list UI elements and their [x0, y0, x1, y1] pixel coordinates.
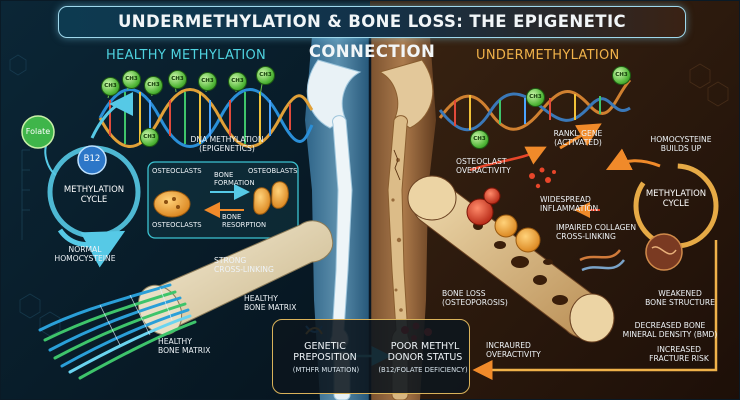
osteoclast-overactive-cells — [466, 187, 541, 253]
healthy-heading: Healthy Methylation — [106, 48, 267, 63]
cells-panel — [147, 161, 299, 239]
normal-homocysteine-label: Normal Homocysteine — [54, 245, 116, 263]
title-bar: Undermethylation & Bone Loss: The Epigen… — [58, 6, 686, 61]
impaired-cycle-label: Methylation Cycle — [645, 189, 707, 209]
folate-label: Folate — [25, 127, 51, 136]
rankl-gene-label: RANKL Gene (Activated) — [553, 129, 603, 147]
ch3-marker: CH3 — [470, 130, 489, 149]
genetic-predisposition-label: Genetic Preposition — [293, 341, 357, 363]
collagen-fibers — [38, 283, 197, 380]
ch3-marker: CH3 — [144, 76, 163, 95]
dna-methylation-label: DNA Methylation (Epigenetics) — [190, 135, 264, 153]
page-title: Undermethylation & Bone Loss: The Epigen… — [117, 12, 627, 61]
ch3-marker: CH3 — [228, 72, 247, 91]
legs-illustration — [305, 36, 436, 400]
ch3-marker: CH3 — [122, 70, 141, 89]
mthfr-label: (MTHFR Mutation) — [292, 366, 360, 374]
osteoblast-cells — [253, 181, 289, 215]
widespread-inflammation-label: Widespread Inflammation — [540, 195, 599, 213]
strong-cross-linking-label: Strong Cross-Linking — [214, 256, 274, 274]
osteoclasts-top-label: Osteoclasts — [152, 167, 202, 175]
fracture-risk-label: Increased Fracture Risk — [649, 345, 709, 363]
causes-box: Genetic Preposition (MTHFR Mutation) Poo… — [272, 319, 470, 394]
damaged-collagen — [579, 249, 625, 272]
homocysteine-builds-up-label: Homocysteine Builds Up — [650, 135, 712, 153]
healthy-matrix-right-label: Healthy Bone Matrix — [244, 294, 297, 312]
b12-badge — [77, 145, 107, 175]
undermethylated-dna — [438, 78, 632, 132]
b12-folate-deficiency-label: (B12/Folate Deficiency) — [378, 366, 468, 374]
ch3-marker: CH3 — [256, 66, 275, 85]
osteoclast-overactivity-label: Osteoclast Overactivity — [456, 157, 511, 175]
poor-methyl-donor-label: Poor Methyl Donor Status — [387, 341, 463, 363]
weakened-bone-label: Weakened Bone Structure — [645, 289, 715, 307]
folate-badge — [21, 115, 55, 149]
osteoporotic-bone — [407, 175, 615, 343]
ch3-marker: CH3 — [198, 72, 217, 91]
ch3-marker: CH3 — [168, 70, 187, 89]
decreased-bmd-label: Decreased Bone Mineral Density (BMD) — [622, 321, 718, 339]
ch3-marker: CH3 — [101, 77, 120, 96]
bone-resorption-label: Bone Resorption — [222, 213, 267, 229]
healthy-matrix-bottom-label: Healthy Bone Matrix — [158, 337, 211, 355]
b12-label: B12 — [83, 154, 101, 164]
ch3-marker: CH3 — [140, 128, 159, 147]
inflammation-dots — [529, 167, 556, 189]
osteoblasts-label: Osteoblasts — [248, 167, 298, 175]
undermethylation-heading: Undermethylation — [476, 48, 620, 63]
osteoclasts-bottom-label: Osteoclasts — [152, 221, 202, 229]
bone-loss-label: Bone Loss (Osteoporosis) — [442, 289, 508, 307]
healthy-cycle-label: Methylation Cycle — [63, 185, 125, 205]
ch3-marker: CH3 — [526, 88, 545, 107]
bone-formation-label: Bone Formation — [214, 171, 255, 187]
increased-overactivity-label: Incraured Overactivity — [486, 341, 541, 359]
osteoclast-cell-left — [153, 190, 191, 218]
impaired-collagen-label: Impaired Collagen Cross-Linking — [556, 223, 636, 241]
impaired-cycle-ring — [605, 148, 719, 271]
ch3-marker: CH3 — [612, 66, 631, 85]
